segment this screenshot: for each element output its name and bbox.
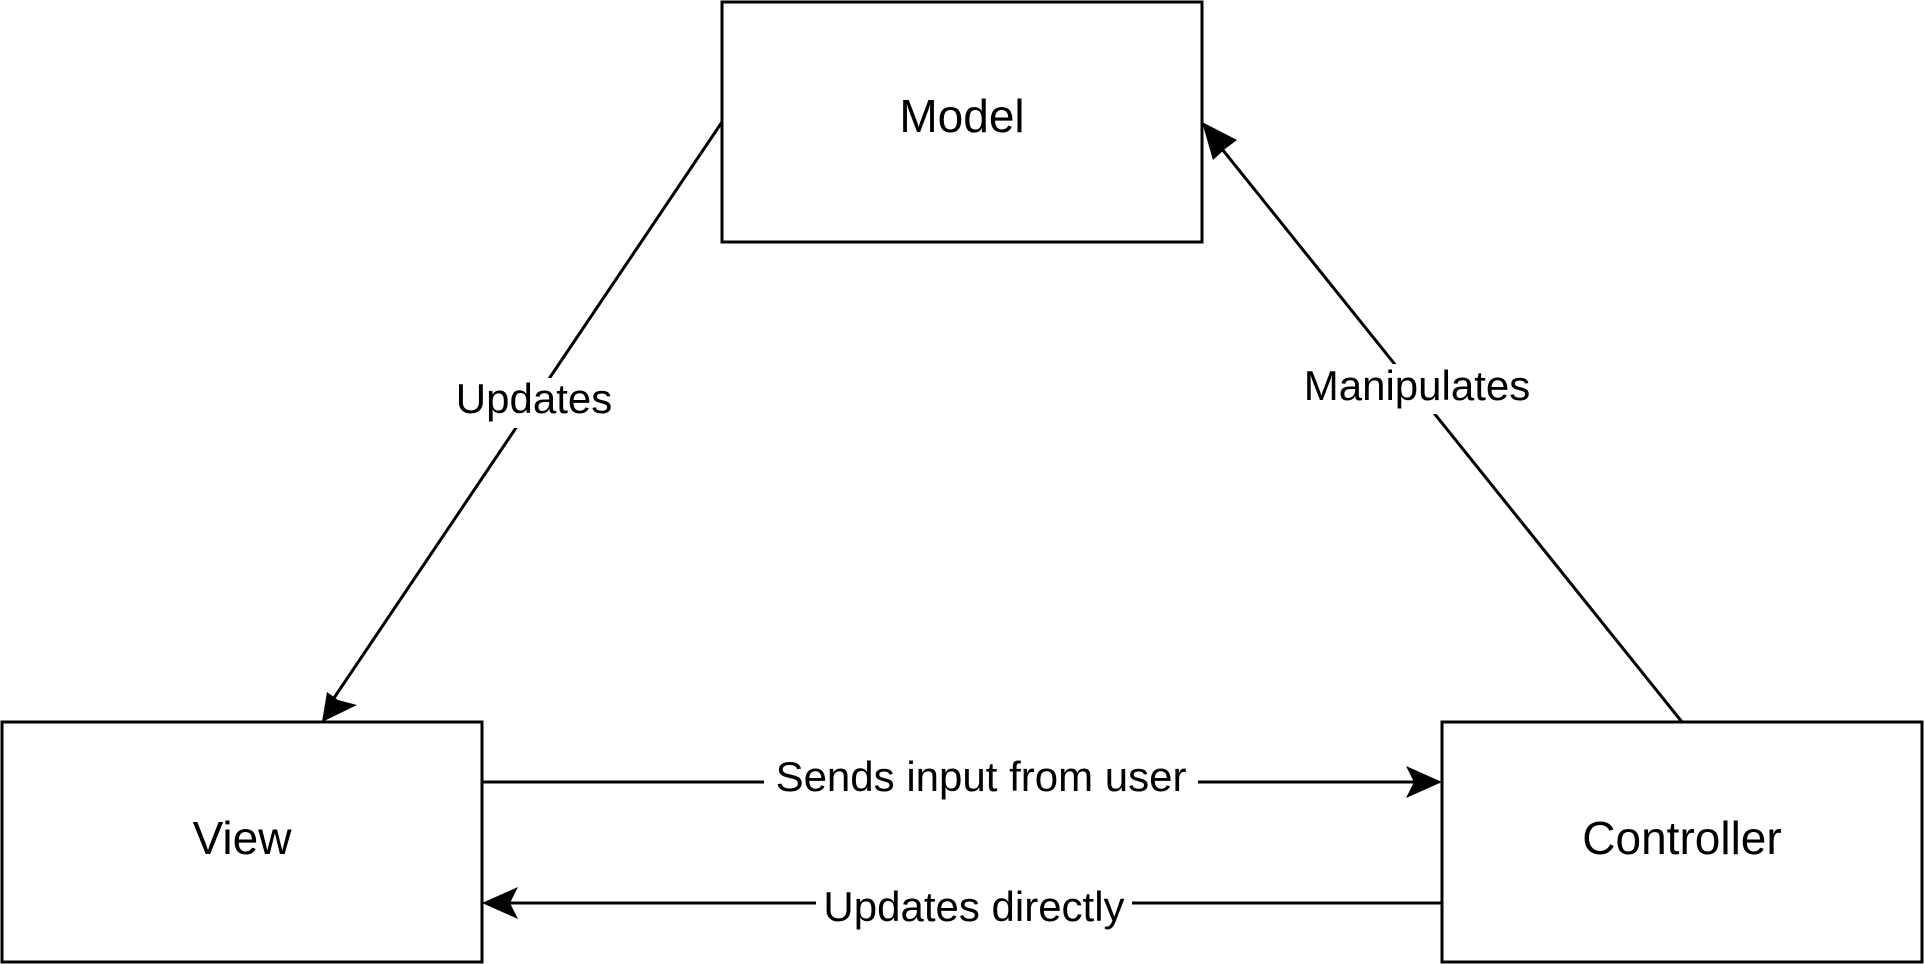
edge-controller-to-view: Updates directly (482, 883, 1442, 934)
model-label: Model (899, 90, 1024, 142)
edge-label-updates-directly: Updates directly (823, 883, 1124, 930)
edge-controller-to-model: Manipulates (1202, 122, 1684, 723)
edge-label-bg (816, 884, 1132, 934)
view-label: View (193, 812, 293, 864)
view-box (0, 720, 484, 964)
arrowhead-icon (322, 692, 357, 722)
edge-view-to-controller: Sends input from user (482, 753, 1442, 806)
arrowhead-icon (1202, 122, 1237, 160)
controller-node[interactable]: Controller (1440, 720, 1924, 964)
edge-label-bg (448, 378, 620, 428)
model-box (720, 0, 1204, 244)
edge-model-to-view: Updates (322, 121, 724, 722)
edge-label-manipulates: Manipulates (1304, 362, 1530, 409)
view-node[interactable]: View (0, 720, 484, 964)
edge-controller-to-model-line (1216, 143, 1684, 723)
edge-label-bg (764, 756, 1198, 806)
controller-label: Controller (1582, 812, 1781, 864)
edge-label-sends-input: Sends input from user (776, 753, 1187, 800)
edge-label-bg (1294, 364, 1540, 414)
edge-label-updates: Updates (456, 375, 612, 422)
arrowhead-icon (1406, 766, 1442, 798)
model-node[interactable]: Model (720, 0, 1204, 244)
arrowhead-icon (482, 887, 518, 919)
